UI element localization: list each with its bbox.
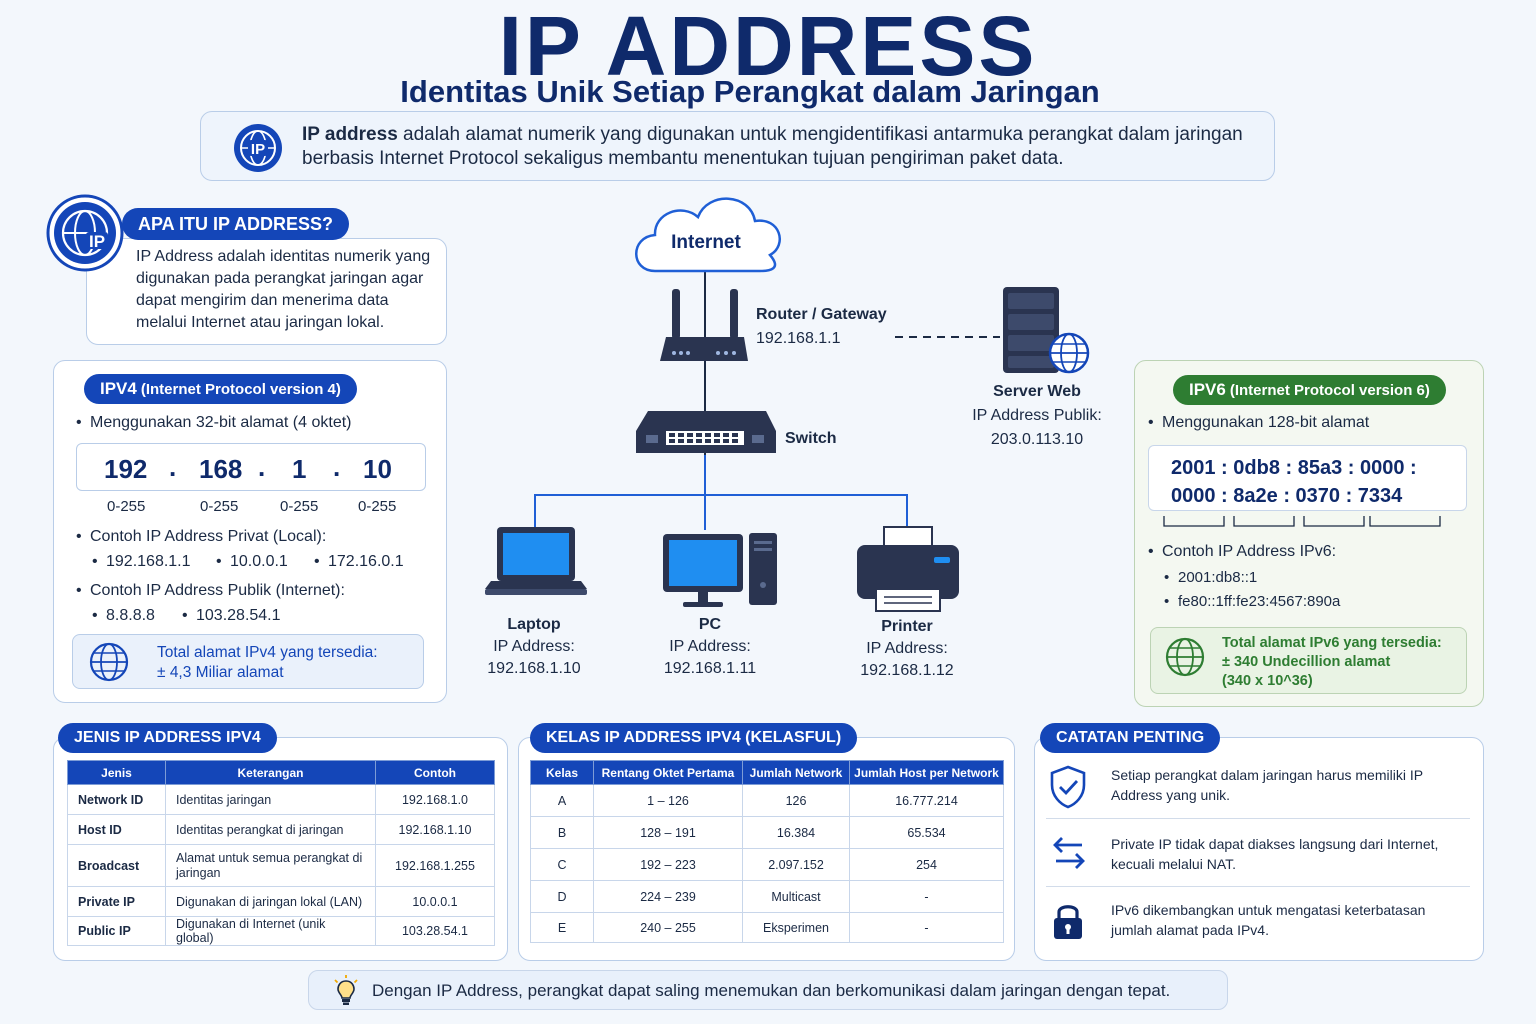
ipv6-addr-box — [1148, 445, 1467, 511]
router-icon — [660, 289, 748, 361]
octet-range: 0-255 — [358, 498, 397, 515]
ipv4-octet-1: 192 — [104, 454, 148, 484]
ipv6-total-box — [1150, 627, 1467, 694]
laptop-icon — [485, 527, 587, 595]
ipv6-addr: 2001 : 0db8 : 85a3 : 0000 :0000 : 8a2e :… — [1171, 457, 1417, 507]
ipv4-public-example: 8.8.8.8 — [92, 607, 155, 625]
apa-itu-text: IP Address adalah identitas numerik yang… — [136, 248, 431, 331]
catatan-item-text: Setiap perangkat dalam jaringan harus me… — [1111, 767, 1423, 803]
ipv6-bits: Menggunakan 128-bit alamat — [1148, 414, 1369, 432]
ip-globe-icon: IP — [234, 124, 282, 172]
ipv4-public-heading: Contoh IP Address Publik (Internet): — [76, 582, 345, 600]
ipv4-octet-box — [76, 443, 426, 491]
ipv4-private-example: 192.168.1.1 — [92, 553, 190, 571]
octet-dot: . — [333, 452, 341, 482]
ipv4-total-box — [72, 634, 424, 689]
jenis-heading: JENIS IP ADDRESS IPV4 — [58, 723, 277, 753]
table-header: Rentang Oktet Pertama — [593, 760, 743, 785]
ipv4-heading: IPV4(Internet Protocol version 4) — [84, 374, 357, 404]
internet-label: Internet — [671, 232, 741, 253]
intro-text: IP address adalah alamat numerik yang di… — [302, 124, 1243, 169]
switch-icon — [636, 411, 776, 453]
ipv4-octet-2: 168 — [199, 454, 243, 484]
table-header: Jumlah Network — [742, 760, 850, 785]
ipv6-example: fe80::1ff:fe23:4567:890a — [1164, 593, 1340, 610]
svg-text:IP: IP — [89, 232, 105, 251]
octet-dot: . — [169, 452, 177, 482]
pc-icon — [663, 533, 777, 607]
shield-check-icon — [1050, 765, 1086, 809]
hextet-brackets — [1163, 516, 1441, 527]
page-subtitle: Identitas Unik Setiap Perangkat dalam Ja… — [400, 74, 1100, 109]
network-diagram — [485, 197, 1090, 612]
apa-itu-heading: APA ITU IP ADDRESS? — [122, 208, 350, 240]
globe-icon — [1165, 637, 1205, 677]
octet-range: 0-255 — [200, 498, 239, 515]
intro-box — [200, 111, 1275, 181]
ipv6-total-text: Total alamat IPv6 yang tersedia:± 340 Un… — [1222, 635, 1442, 689]
ipv6-heading: IPV6(Internet Protocol version 6) — [1173, 375, 1446, 405]
ipv4-total-text: Total alamat IPv4 yang tersedia:± 4,3 Mi… — [157, 644, 378, 681]
ipv4-private-example: 10.0.0.1 — [216, 553, 288, 571]
catatan-item-text: Private IP tidak dapat diakses langsung … — [1111, 836, 1439, 872]
ipv6-examples-heading: Contoh IP Address IPv6: — [1148, 543, 1336, 561]
ipv4-private-heading: Contoh IP Address Privat (Local): — [76, 528, 326, 546]
lock-icon — [1054, 905, 1082, 939]
server-icon — [1003, 287, 1090, 374]
kelas-heading: KELAS IP ADDRESS IPV4 (KELASFUL) — [530, 723, 858, 753]
lightbulb-icon — [334, 975, 358, 1005]
catatan-box — [1034, 737, 1484, 961]
kelas-table: Kelas Rentang Oktet Pertama Jumlah Netwo… — [530, 760, 1004, 943]
cloud-icon — [635, 197, 781, 273]
ipv6-example: 2001:db8::1 — [1164, 569, 1257, 586]
divider — [1046, 818, 1470, 819]
arrows-exchange-icon — [1053, 837, 1085, 869]
globe-icon — [89, 642, 129, 682]
table-header: Kelas — [530, 760, 594, 785]
octet-range: 0-255 — [107, 498, 146, 515]
switch-label: Switch — [785, 430, 837, 447]
page-title: IP ADDRESS — [498, 0, 1038, 93]
catatan-item-text: IPv6 dikembangkan untuk mengatasi keterb… — [1111, 902, 1426, 938]
ip-globe-icon: IP — [46, 194, 124, 272]
table-header: Jumlah Host per Network — [849, 760, 1004, 785]
footer-box — [308, 970, 1228, 1010]
ipv4-octet-4: 10 — [363, 454, 392, 484]
ipv4-octet-3: 1 — [292, 454, 307, 484]
ipv4-bits: Menggunakan 32-bit alamat (4 oktet) — [76, 414, 352, 432]
table-header: Keterangan — [165, 760, 376, 785]
ipv4-public-example: 103.28.54.1 — [182, 607, 280, 625]
divider — [1046, 886, 1470, 887]
ipv4-private-example: 172.16.0.1 — [314, 553, 404, 571]
svg-text:IP: IP — [251, 141, 265, 158]
table-header: Jenis — [67, 760, 166, 785]
footer-text: Dengan IP Address, perangkat dapat salin… — [372, 981, 1171, 1000]
table-header: Contoh — [375, 760, 495, 785]
printer-icon — [857, 526, 959, 612]
octet-dot: . — [258, 452, 266, 482]
octet-range: 0-255 — [280, 498, 319, 515]
catatan-heading: CATATAN PENTING — [1040, 723, 1221, 753]
